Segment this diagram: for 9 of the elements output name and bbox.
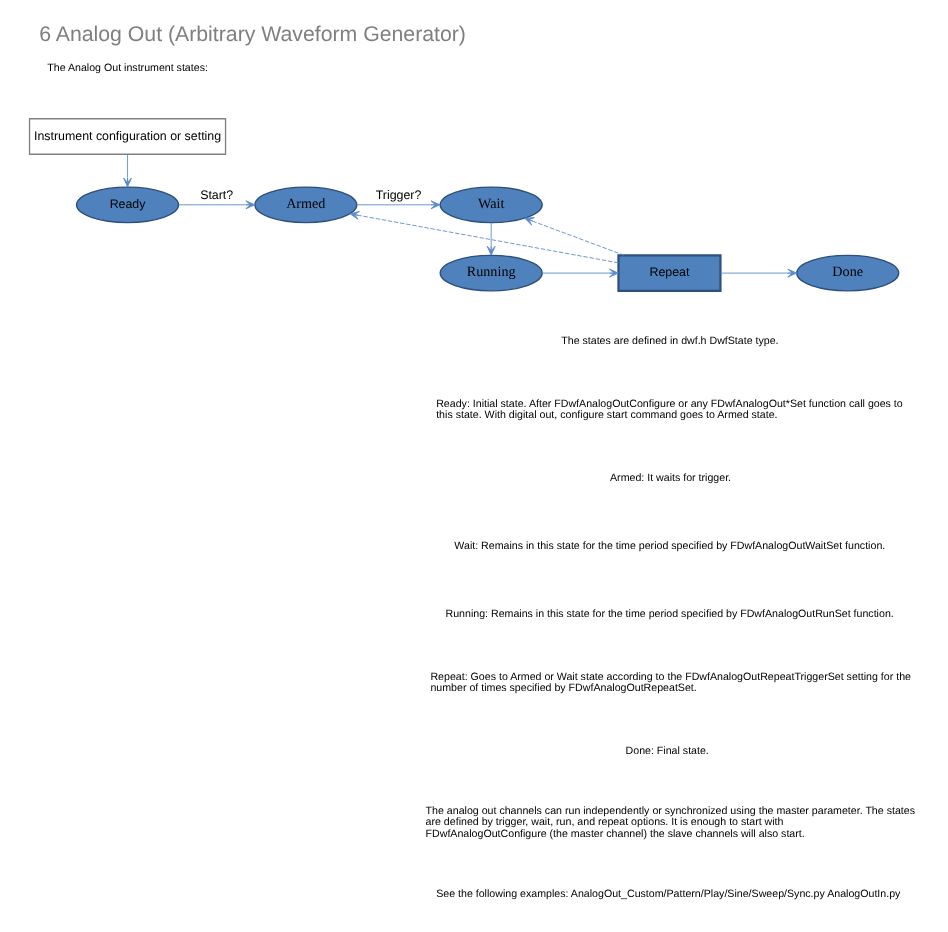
arrow (485, 222, 495, 256)
arrow (719, 268, 797, 278)
arrow (122, 154, 131, 188)
arrow (355, 200, 440, 210)
diagram-title: 6 Analog Out (Arbitrary Waveform Generator) (38, 22, 465, 47)
arrow (177, 200, 255, 210)
arrow (348, 211, 618, 264)
arrow (523, 217, 624, 256)
arrow (540, 268, 618, 278)
